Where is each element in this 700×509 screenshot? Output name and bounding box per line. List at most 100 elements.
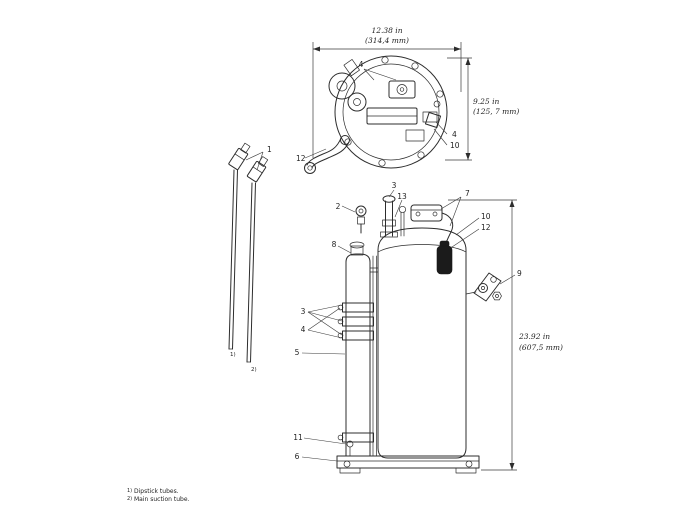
callout-3-clamps: 3 [301, 307, 306, 316]
tube-footnote-marker-1: 1) [230, 352, 236, 358]
leader-line [256, 151, 264, 171]
connector-body [246, 160, 267, 183]
leader-line [433, 128, 448, 146]
leader-line [337, 245, 352, 254]
dim-height-in: 23.92 in [518, 332, 550, 341]
arrow-up [465, 58, 471, 65]
terminal-bolt [432, 211, 438, 217]
accumulator-tube [345, 253, 371, 457]
callout-8-accumulator-cap: 8 [332, 240, 337, 249]
leader-line [307, 311, 343, 322]
dimension-width: 12.38 in (314,4 mm) [312, 26, 462, 158]
cover-plate-lower [405, 129, 425, 142]
base-foot [339, 467, 361, 474]
top-view: 4 4 10 12 [296, 55, 460, 174]
dim-width-mm: (314,4 mm) [365, 36, 409, 45]
tube-right-wall [246, 182, 253, 363]
leader-line [363, 68, 397, 81]
top-fittings [355, 195, 454, 275]
clamp-bands [337, 302, 374, 443]
cover-plate-small [422, 111, 438, 123]
leader-line [301, 352, 346, 355]
leader-line [499, 274, 516, 285]
connector-seam [252, 166, 263, 174]
callout-4-bolts: 4 [301, 325, 306, 334]
callout-10-right: 10 [450, 141, 460, 150]
sight-glass-housing [388, 80, 416, 99]
pulley-hub-small [353, 98, 361, 106]
flywheel-inner-rim [342, 63, 440, 161]
arrow-down [509, 463, 515, 470]
dim-width-in: 12.38 in [371, 26, 402, 35]
leader-line [307, 311, 343, 336]
connector-seam [234, 153, 245, 161]
connector-body [228, 147, 249, 171]
front-view: 2 3 13 7 10 12 9 8 3 4 5 [293, 181, 522, 474]
dim-height-mm: (607,5 mm) [519, 343, 563, 352]
dipstick-cap [382, 195, 396, 203]
side-plug [424, 100, 442, 129]
flywheel-outer-rim [334, 55, 448, 169]
callout-7-terminal: 7 [465, 189, 470, 198]
bolt-hole [436, 90, 444, 98]
dimension-depth: 9.25 in (125, 7 mm) [445, 57, 519, 161]
leader-line [455, 217, 480, 236]
dim-depth-mm: (125, 7 mm) [473, 107, 519, 116]
leader-line [363, 68, 375, 81]
dipstick-flange [380, 231, 398, 238]
loose-tubes: 1 1) 2) [228, 142, 272, 373]
bracket-hole-center [481, 286, 485, 290]
footnote-1-marker: 1) [127, 488, 132, 494]
callout-5-tube: 5 [295, 348, 300, 357]
bracket-hex-bolt [492, 291, 502, 301]
clamp-band-lower [342, 432, 374, 443]
pulley-wheel-large [328, 72, 356, 100]
leader-line [245, 151, 264, 161]
tube-left-wall [228, 169, 235, 350]
bracket-bolt-center [495, 294, 499, 298]
callout-12-plug: 12 [481, 223, 491, 232]
bolt-hole [411, 62, 419, 70]
callout-11-lower-clamp: 11 [293, 433, 303, 442]
pulley-hub-large [336, 80, 348, 92]
leader-line [307, 304, 343, 313]
lever-grip-hole [307, 165, 313, 171]
front-view-callouts: 2 3 13 7 10 12 9 8 3 4 5 [293, 181, 522, 462]
base-mount-hole [343, 460, 351, 468]
callout-3-dipstick: 3 [392, 181, 397, 190]
leader-line [301, 456, 338, 462]
bracket-hole-small [490, 276, 497, 283]
leader-line [440, 196, 462, 210]
top-view-callouts: 4 4 10 12 [296, 60, 460, 163]
plug-port [433, 100, 441, 108]
base-outline [336, 455, 480, 469]
footnote-1-text: Dipstick tubes. [134, 488, 179, 495]
base-plate [336, 440, 480, 474]
arrow-right [454, 46, 461, 52]
square-plug [424, 111, 442, 129]
leader-line [341, 205, 356, 213]
vent-cap [398, 205, 407, 214]
callout-4-top: 4 [359, 60, 364, 69]
lever-grip [304, 162, 316, 174]
callout-9-bracket: 9 [517, 269, 522, 278]
dim-depth-in: 9.25 in [473, 97, 499, 106]
callout-6-base: 6 [295, 452, 300, 461]
leader-line [388, 189, 395, 198]
pulley-assembly [328, 59, 367, 112]
handle-lever [304, 135, 350, 174]
service-valve-port [358, 208, 364, 214]
bolt-hole [381, 56, 389, 64]
arrow-up [509, 200, 515, 207]
leader-line [307, 329, 343, 339]
arrow-left [313, 46, 320, 52]
callout-13-cap: 13 [397, 192, 407, 201]
leader-line [451, 228, 480, 248]
connector-tip [240, 142, 251, 154]
clamp-band [342, 302, 374, 313]
bolt-hole [344, 138, 352, 146]
leader-line [304, 148, 327, 159]
callout-1-connectors: 1 [267, 145, 272, 154]
base-foot [455, 467, 477, 474]
